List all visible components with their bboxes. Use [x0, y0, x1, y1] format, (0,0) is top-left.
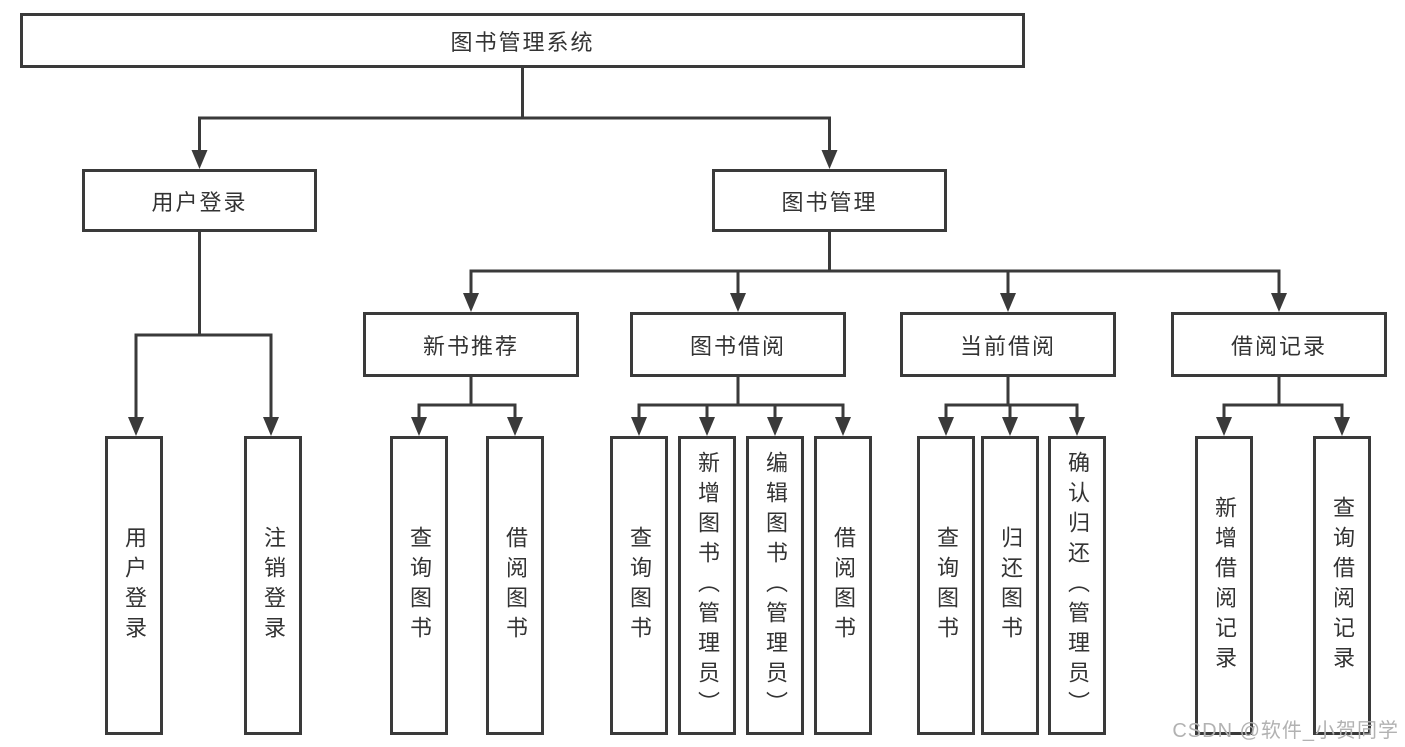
leaf-edit-book-admin: 编辑图书（管理员）	[746, 436, 804, 735]
leaf-add-book-admin: 新增图书（管理员）	[678, 436, 736, 735]
leaf-query-books-current-label: 查询图书	[934, 525, 959, 646]
node-new-book-recommend: 新书推荐	[363, 312, 579, 377]
connector-user-login-to-leaves	[128, 232, 279, 436]
leaf-user-login: 用户登录	[105, 436, 163, 735]
leaf-add-borrow-record: 新增借阅记录	[1195, 436, 1253, 735]
connector-current-borrow-to-leaves	[938, 377, 1085, 436]
connector-new-book-recommend-to-leaves	[411, 377, 523, 436]
node-borrow-records: 借阅记录	[1171, 312, 1387, 377]
leaf-query-books-borrow-label: 查询图书	[627, 525, 652, 646]
leaf-logout-label: 注销登录	[261, 525, 286, 646]
leaf-logout: 注销登录	[244, 436, 302, 735]
leaf-borrow-books-label: 借阅图书	[831, 525, 856, 646]
connector-borrow-records-to-leaves	[1216, 377, 1350, 436]
leaf-add-book-admin-label: 新增图书（管理员）	[695, 450, 720, 721]
node-current-borrow: 当前借阅	[900, 312, 1116, 377]
leaf-borrow-books-recommend-label: 借阅图书	[503, 525, 528, 646]
leaf-confirm-return-admin-label: 确认归还（管理员）	[1065, 450, 1090, 721]
leaf-query-books-recommend: 查询图书	[390, 436, 448, 735]
node-system: 图书管理系统	[20, 13, 1025, 68]
leaf-borrow-books-recommend: 借阅图书	[486, 436, 544, 735]
leaf-add-borrow-record-label: 新增借阅记录	[1212, 495, 1237, 676]
leaf-return-book-label: 归还图书	[998, 525, 1023, 646]
leaf-confirm-return-admin: 确认归还（管理员）	[1048, 436, 1106, 735]
node-book-borrow: 图书借阅	[630, 312, 846, 377]
leaf-edit-book-admin-label: 编辑图书（管理员）	[763, 450, 788, 721]
leaf-query-books-borrow: 查询图书	[610, 436, 668, 735]
leaf-return-book: 归还图书	[981, 436, 1039, 735]
connector-root-to-level2	[191, 68, 838, 169]
leaf-query-books-recommend-label: 查询图书	[407, 525, 432, 646]
node-book-management: 图书管理	[712, 169, 947, 232]
csdn-watermark: CSDN @软件_小贺同学	[1172, 720, 1399, 742]
leaf-user-login-label: 用户登录	[122, 525, 147, 646]
connector-book-management-to-level3	[463, 232, 1287, 312]
connector-book-borrow-to-leaves	[631, 377, 851, 436]
leaf-query-borrow-record-label: 查询借阅记录	[1330, 495, 1355, 676]
leaf-query-borrow-record: 查询借阅记录	[1313, 436, 1371, 735]
leaf-query-books-current: 查询图书	[917, 436, 975, 735]
leaf-borrow-books: 借阅图书	[814, 436, 872, 735]
node-user-login: 用户登录	[82, 169, 317, 232]
